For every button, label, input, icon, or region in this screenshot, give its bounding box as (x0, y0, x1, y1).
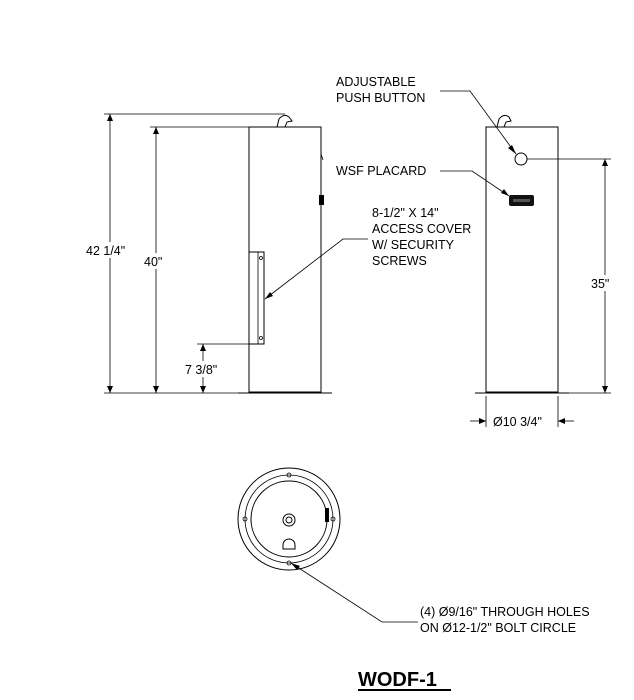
side-view: 42 1/4" 40" 7 3/8" 8-1/2" X 14" ACCESS C… (84, 113, 471, 394)
side-bubbler (276, 114, 293, 128)
plan-column-top (250, 480, 328, 558)
holes-leader (290, 562, 418, 623)
dim-button-height-label: 35" (591, 277, 609, 291)
plan-base-outer (237, 467, 341, 571)
placard-note: WSF PLACARD (336, 164, 426, 178)
front-push-button (514, 152, 528, 166)
push-button-note-line-1: ADJUSTABLE (336, 75, 416, 89)
dim-top-height-label: 40" (144, 255, 162, 269)
push-button-leader (440, 90, 517, 155)
through-hole-top (286, 472, 292, 478)
push-button-note-line-2: PUSH BUTTON (336, 91, 425, 105)
plan-push-button (282, 538, 296, 550)
title-block: WODF-1 (358, 669, 451, 691)
plan-bubbler (282, 513, 296, 527)
side-column-body (248, 126, 322, 393)
front-column-body (485, 126, 559, 393)
access-cover-note-line-2: ACCESS COVER (372, 222, 471, 236)
plan-bolt-circle (244, 474, 334, 564)
through-hole-right (330, 516, 336, 522)
access-cover-note-line-3: W/ SECURITY (372, 238, 455, 252)
front-view: ADJUSTABLE PUSH BUTTON WSF PLACARD 35" Ø… (336, 75, 619, 429)
placard-leader (440, 170, 510, 197)
access-cover-note-line-1: 8-1/2" X 14" (372, 206, 439, 220)
side-push-button (319, 195, 324, 205)
model-title: WODF-1 (358, 669, 437, 691)
access-cover-leader (264, 238, 368, 300)
dim-base-offset-label: 7 3/8" (185, 363, 217, 377)
plan-side-button (325, 508, 329, 522)
access-cover-panel (248, 251, 265, 345)
through-hole-left (242, 516, 248, 522)
holes-note-line-2: ON Ø12-1/2" BOLT CIRCLE (420, 621, 576, 635)
dim-diameter-label: Ø10 3/4" (493, 415, 542, 429)
dim-overall-height-label: 42 1/4" (86, 244, 125, 258)
holes-note-line-1: (4) Ø9/16" THROUGH HOLES (420, 605, 590, 619)
access-cover-note-line-4: SCREWS (372, 254, 427, 268)
plan-view: (4) Ø9/16" THROUGH HOLES ON Ø12-1/2" BOL… (237, 467, 590, 635)
front-bubbler (496, 114, 512, 128)
